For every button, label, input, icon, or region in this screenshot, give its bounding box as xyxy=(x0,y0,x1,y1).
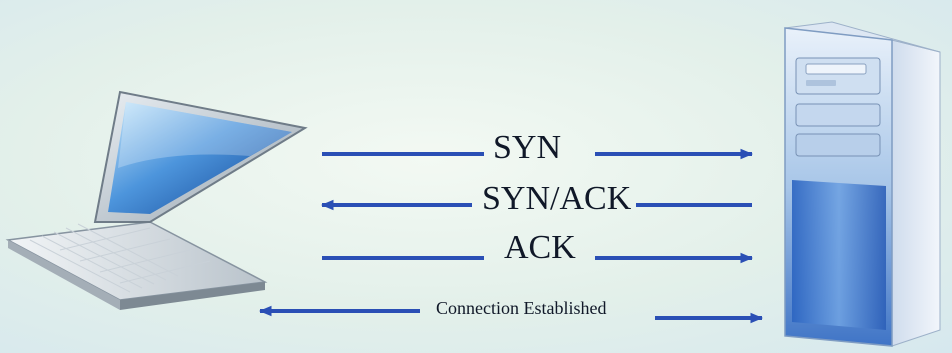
server-lower-panel xyxy=(792,180,886,330)
laptop-icon xyxy=(5,90,308,310)
server-tower-icon xyxy=(784,21,941,347)
syn-label: SYN xyxy=(493,129,562,166)
server-drive-bay xyxy=(795,133,881,157)
laptop-keys xyxy=(29,223,211,293)
laptop-screen xyxy=(108,102,292,214)
server-drive-bay xyxy=(795,103,881,127)
connection-established-label: Connection Established xyxy=(436,298,607,318)
ack-label: ACK xyxy=(504,229,576,266)
server-drive-bay xyxy=(795,57,881,95)
syn-ack-label: SYN/ACK xyxy=(482,180,632,217)
arrows xyxy=(258,148,764,324)
server-side-panel xyxy=(891,39,941,347)
